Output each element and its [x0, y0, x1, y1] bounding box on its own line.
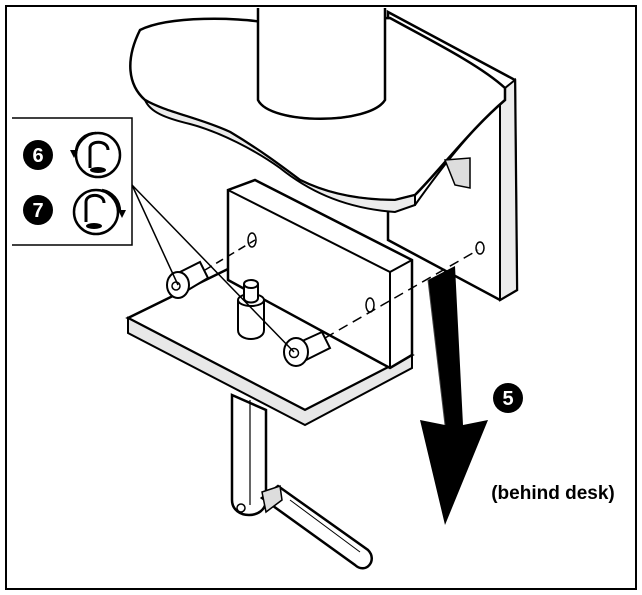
step-7-number: 7	[32, 200, 43, 222]
monitor-pole	[256, 8, 387, 120]
center-post	[237, 279, 265, 340]
alignment-line	[204, 239, 256, 271]
step-5-number: 5	[502, 388, 513, 410]
callout-box	[12, 117, 133, 246]
vertical-clamp-plate	[226, 178, 414, 370]
hex-socket-icon	[288, 347, 300, 359]
plate-hole	[475, 241, 485, 255]
step-6-badge	[23, 140, 53, 170]
clamp-handle	[259, 484, 373, 570]
leader-line	[131, 184, 295, 353]
step-7-row: 7	[23, 188, 126, 236]
step-6-row: 6	[23, 131, 122, 179]
hex-socket-icon	[171, 281, 181, 291]
clamp-rod	[230, 393, 268, 517]
alignment-line	[324, 249, 479, 339]
step-6-number: 6	[32, 145, 43, 167]
step-5-badge	[493, 383, 523, 413]
diagram-border	[5, 5, 637, 590]
counterclockwise-turn-icon	[70, 131, 122, 179]
clockwise-turn-icon	[72, 188, 126, 236]
down-arrow-icon	[420, 266, 488, 525]
leader-line	[131, 184, 179, 286]
behind-desk-note: (behind desk)	[491, 483, 615, 504]
step-7-badge	[23, 195, 53, 225]
screw-right	[283, 330, 332, 367]
